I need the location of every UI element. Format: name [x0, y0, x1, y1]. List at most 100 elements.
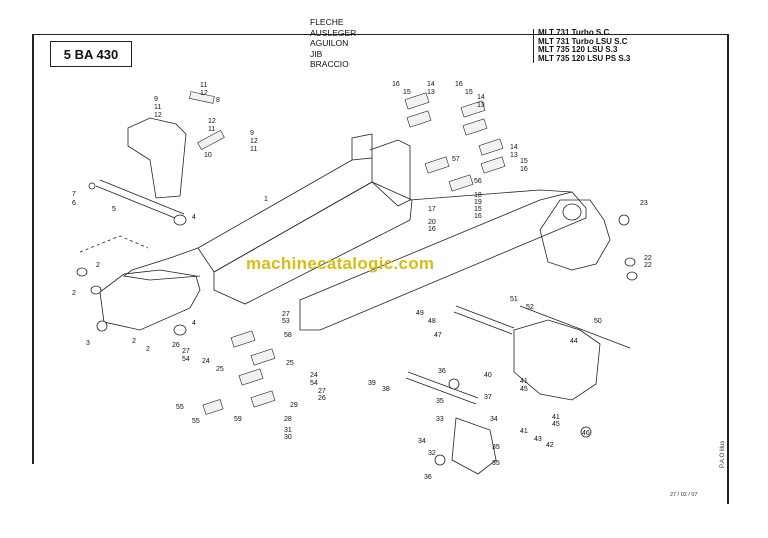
callout-11-c: 11: [208, 126, 216, 133]
callout-45: 45: [520, 386, 528, 393]
wear-pad-8: [189, 91, 215, 104]
guide-dashed: [79, 235, 149, 253]
callout-26-b: 26: [318, 395, 326, 402]
callout-29: 29: [290, 402, 298, 409]
grease-nipple-46: [580, 426, 592, 438]
rod-50: [519, 305, 631, 349]
callout-22: 22: [644, 262, 652, 269]
rod-38: [405, 371, 479, 405]
callout-11: 11: [200, 82, 208, 89]
callout-57: 57: [452, 156, 460, 163]
callout-11-b: 11: [154, 104, 162, 111]
callout-2: 2: [96, 262, 100, 269]
wear-pad-25: [250, 348, 276, 366]
boom-outer-section: [197, 157, 373, 273]
callout-34-b: 34: [490, 416, 498, 423]
wear-pad-10: [197, 129, 225, 151]
wear-pad-55: [202, 399, 224, 415]
wear-pad-14: [404, 92, 430, 110]
bushing-4: [173, 214, 187, 226]
wear-pad-13b: [462, 118, 488, 136]
callout-41: 41: [520, 378, 528, 385]
callout-51: 51: [510, 296, 518, 303]
callout-1: 1: [264, 196, 268, 203]
callout-24-b: 24: [310, 372, 318, 379]
wear-pad-14c: [478, 138, 504, 156]
callout-25-b: 25: [286, 360, 294, 367]
wear-pad-14b: [460, 100, 486, 118]
callout-49: 49: [416, 310, 424, 317]
callout-41-b: 41: [552, 414, 560, 421]
callout-8: 8: [216, 97, 220, 104]
footer-date: 27 / 02 / 07: [670, 492, 698, 498]
callout-16-e: 16: [428, 226, 436, 233]
callout-14-c: 14: [510, 144, 518, 151]
boom-inner-top: [409, 189, 573, 201]
boom-rear-pivot: [99, 269, 201, 331]
callout-15-d: 15: [474, 206, 482, 213]
callout-44: 44: [570, 338, 578, 345]
wear-pad-13: [406, 110, 432, 128]
carriage-arm: [451, 417, 497, 475]
frame-top-line: [32, 34, 729, 35]
washer-2-b: [90, 285, 102, 295]
callout-17: 17: [428, 206, 436, 213]
callout-54: 54: [182, 356, 190, 363]
frame-left-line: [32, 34, 34, 464]
callout-18: 18: [474, 192, 482, 199]
callout-13: 13: [427, 89, 435, 96]
grease-nipple-23: [618, 214, 630, 226]
callout-35-b: 35: [492, 444, 500, 451]
callout-59: 59: [234, 416, 242, 423]
title-it: BRACCIO: [310, 59, 349, 69]
wear-pad-56: [448, 174, 474, 192]
callout-2-d: 2: [146, 346, 150, 353]
callout-20: 20: [428, 219, 436, 226]
title-fr: FLECHE: [310, 17, 344, 27]
bushing-22-b: [626, 271, 638, 281]
wear-pad-57: [424, 156, 450, 174]
callout-55-b: 55: [192, 418, 200, 425]
model-3: MLT 735 120 LSU S.3: [538, 45, 618, 54]
callout-53: 53: [282, 318, 290, 325]
bushing-4-b: [173, 324, 187, 336]
callout-14: 14: [427, 81, 435, 88]
callout-48: 48: [428, 318, 436, 325]
callout-15-b: 15: [465, 89, 473, 96]
callout-2-b: 2: [72, 290, 76, 297]
pin-5: [95, 179, 185, 221]
callout-58: 58: [284, 332, 292, 339]
wear-pad-24: [238, 368, 264, 386]
chassis-pivot-plate: [127, 117, 187, 199]
callout-52: 52: [526, 304, 534, 311]
washer-7: [88, 182, 96, 190]
callout-6: 6: [72, 200, 76, 207]
callout-22-b: 22: [644, 255, 652, 262]
callout-30: 30: [284, 434, 292, 441]
callout-2-c: 2: [132, 338, 136, 345]
callout-15-c: 15: [520, 158, 528, 165]
callout-4-b: 4: [192, 320, 196, 327]
boom-rear-bracket: [122, 247, 201, 281]
callout-35-c: 35: [492, 460, 500, 467]
callout-15: 15: [403, 89, 411, 96]
washer-2: [76, 267, 88, 277]
callout-25: 25: [216, 366, 224, 373]
callout-50: 50: [594, 318, 602, 325]
callout-23: 23: [640, 200, 648, 207]
callout-42: 42: [546, 442, 554, 449]
callout-12-c: 12: [208, 118, 216, 125]
watermark: machinecatalogic.com: [246, 254, 435, 273]
grease-nipple-36-b: [434, 454, 446, 466]
callout-43: 43: [534, 436, 542, 443]
wear-pad-29: [250, 390, 276, 408]
callout-41-c: 41: [520, 428, 528, 435]
callout-40: 40: [484, 372, 492, 379]
boom-eye: [562, 203, 582, 221]
model-4: MLT 735 120 LSU PS S.3: [538, 53, 631, 63]
reference-code: 5 BA 430: [63, 46, 119, 62]
grease-nipple-36: [448, 378, 460, 390]
callout-7: 7: [72, 191, 76, 198]
callout-36-b: 36: [424, 474, 432, 481]
callout-4: 4: [192, 214, 196, 221]
